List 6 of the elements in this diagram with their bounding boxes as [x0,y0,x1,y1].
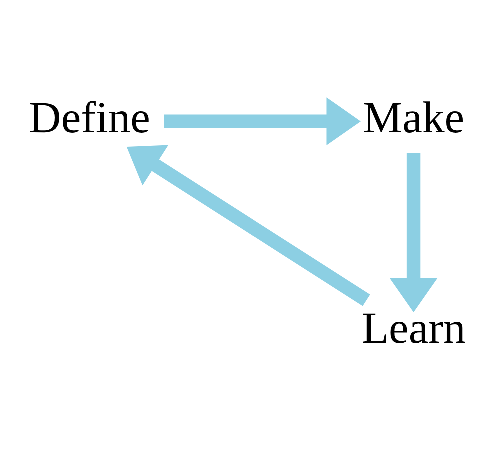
arrow [164,98,361,146]
arrow [390,153,438,312]
node-text: Learn [362,303,466,354]
arrow [126,145,370,306]
node-text: Define [29,92,150,142]
node-text: Make [363,92,465,142]
